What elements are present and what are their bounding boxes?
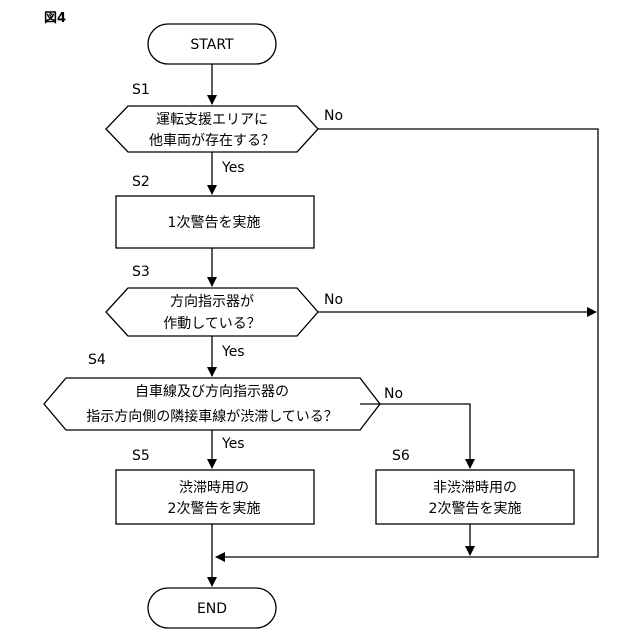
step-s1-label: S1 — [132, 82, 150, 98]
process-s5-line1: 渋滞時用の — [179, 480, 249, 496]
step-s3-label: S3 — [132, 264, 150, 280]
process-s6-line1: 非渋滞時用の — [433, 480, 517, 496]
process-s6-line2: 2次警告を実施 — [429, 501, 522, 517]
decision-s4-line1: 自車線及び方向指示器の — [135, 383, 289, 400]
process-s5-line2: 2次警告を実施 — [168, 501, 261, 517]
decision-s3-line1: 方向指示器が — [170, 294, 254, 310]
process-s2-line1: 1次警告を実施 — [168, 215, 261, 231]
s4-yes-label: Yes — [221, 436, 245, 452]
decision-s4-line2: 指示方向側の隣接車線が渋滞している？ — [86, 408, 338, 425]
s3-yes-label: Yes — [221, 344, 245, 360]
s3-no-label: No — [324, 292, 343, 308]
start-label: START — [190, 37, 234, 53]
step-s6-label: S6 — [392, 448, 410, 464]
s1-no-label: No — [324, 108, 343, 124]
decision-s1-line2: 他車両が存在する？ — [149, 132, 275, 149]
decision-s1-line1: 運転支援エリアに — [156, 112, 268, 128]
step-s2-label: S2 — [132, 174, 150, 190]
step-s4-label: S4 — [88, 352, 106, 368]
decision-s3-line2: 作動している？ — [163, 316, 261, 332]
end-label: END — [197, 601, 227, 617]
step-s5-label: S5 — [132, 448, 150, 464]
s4-no-label: No — [384, 386, 403, 402]
arrow-s4-s6 — [360, 404, 470, 468]
figure-label: 図4 — [44, 11, 66, 26]
s1-yes-label: Yes — [221, 160, 245, 176]
